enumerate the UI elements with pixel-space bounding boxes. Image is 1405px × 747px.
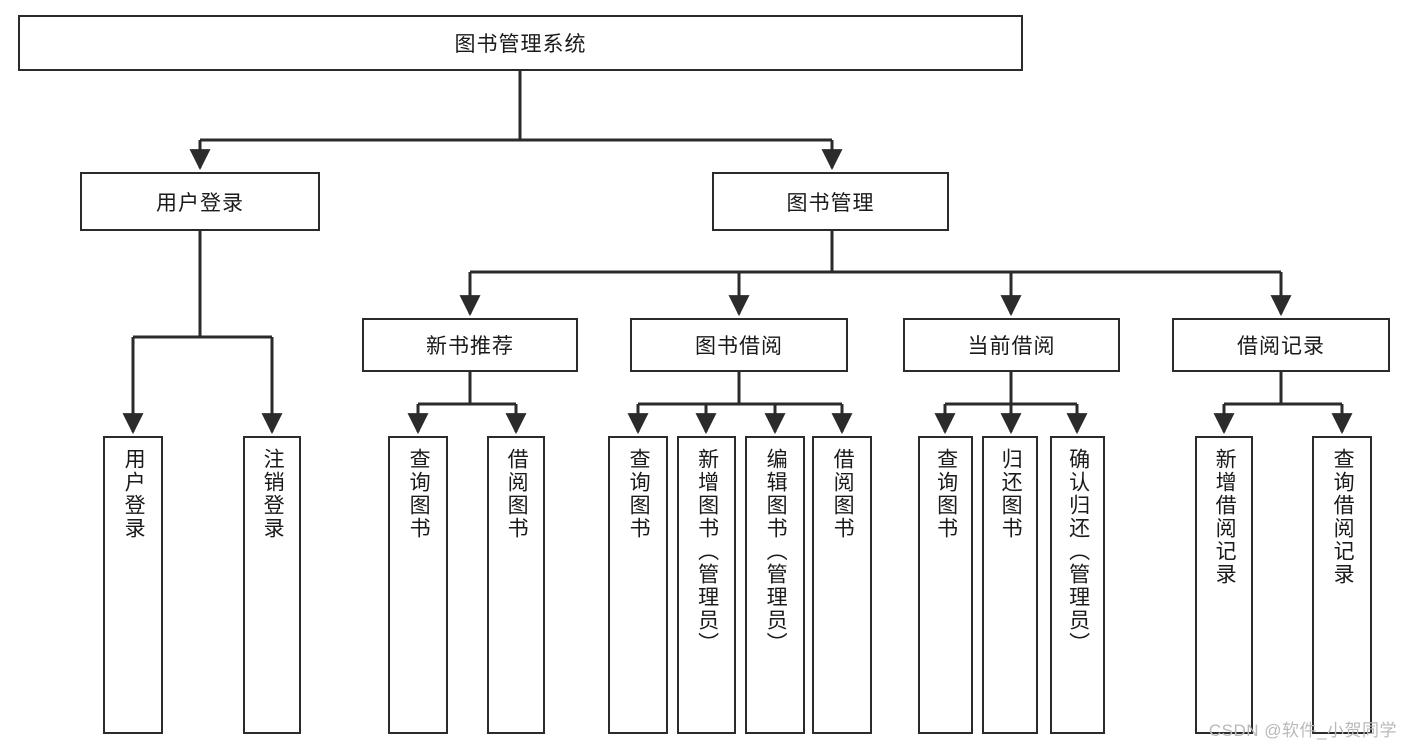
leaf-node[interactable]: 归还图书 bbox=[982, 436, 1038, 734]
leaf-label: 新增图书（管理员） bbox=[695, 448, 719, 655]
leaf-node[interactable]: 查询图书 bbox=[918, 436, 973, 734]
leaf-node[interactable]: 用户登录 bbox=[103, 436, 163, 734]
leaf-label: 借阅图书 bbox=[831, 448, 855, 540]
node-book-management-label: 图书管理 bbox=[786, 191, 875, 215]
leaf-node[interactable]: 新增借阅记录 bbox=[1195, 436, 1253, 734]
node-new-book-recommend-label: 新书推荐 bbox=[426, 335, 514, 358]
node-book-borrow[interactable]: 图书借阅 bbox=[630, 318, 848, 372]
node-user-login[interactable]: 用户登录 bbox=[80, 172, 320, 231]
leaf-label: 查询图书 bbox=[934, 448, 958, 540]
leaf-label: 查询图书 bbox=[627, 448, 651, 540]
leaf-label: 归还图书 bbox=[999, 448, 1023, 540]
node-root-label: 图书管理系统 bbox=[454, 33, 587, 56]
leaf-node[interactable]: 查询借阅记录 bbox=[1312, 436, 1372, 734]
node-current-borrow-label: 当前借阅 bbox=[967, 335, 1056, 358]
leaf-label: 新增借阅记录 bbox=[1213, 448, 1237, 586]
node-current-borrow[interactable]: 当前借阅 bbox=[903, 318, 1120, 372]
leaf-node[interactable]: 借阅图书 bbox=[487, 436, 545, 734]
leaf-label: 用户登录 bbox=[122, 448, 146, 540]
node-book-borrow-label: 图书借阅 bbox=[695, 335, 783, 358]
node-borrow-records[interactable]: 借阅记录 bbox=[1172, 318, 1390, 372]
leaf-label: 注销登录 bbox=[261, 448, 285, 540]
node-user-login-label: 用户登录 bbox=[156, 191, 244, 215]
leaf-node[interactable]: 注销登录 bbox=[243, 436, 301, 734]
node-new-book-recommend[interactable]: 新书推荐 bbox=[362, 318, 578, 372]
node-book-management[interactable]: 图书管理 bbox=[712, 172, 949, 231]
leaf-node[interactable]: 查询图书 bbox=[388, 436, 448, 734]
watermark: CSDN @软件_小贺同学 bbox=[1208, 721, 1397, 740]
node-borrow-records-label: 借阅记录 bbox=[1237, 335, 1325, 358]
leaf-node[interactable]: 确认归还（管理员） bbox=[1050, 436, 1105, 734]
node-root[interactable]: 图书管理系统 bbox=[18, 15, 1023, 71]
leaf-node[interactable]: 新增图书（管理员） bbox=[677, 436, 736, 734]
leaf-label: 确认归还（管理员） bbox=[1066, 448, 1090, 655]
leaf-node[interactable]: 编辑图书（管理员） bbox=[745, 436, 805, 734]
leaf-node[interactable]: 借阅图书 bbox=[812, 436, 872, 734]
leaf-node[interactable]: 查询图书 bbox=[608, 436, 668, 734]
leaf-label: 编辑图书（管理员） bbox=[764, 448, 788, 655]
leaf-label: 借阅图书 bbox=[505, 448, 529, 540]
leaf-label: 查询借阅记录 bbox=[1331, 448, 1355, 586]
leaf-label: 查询图书 bbox=[407, 448, 431, 540]
